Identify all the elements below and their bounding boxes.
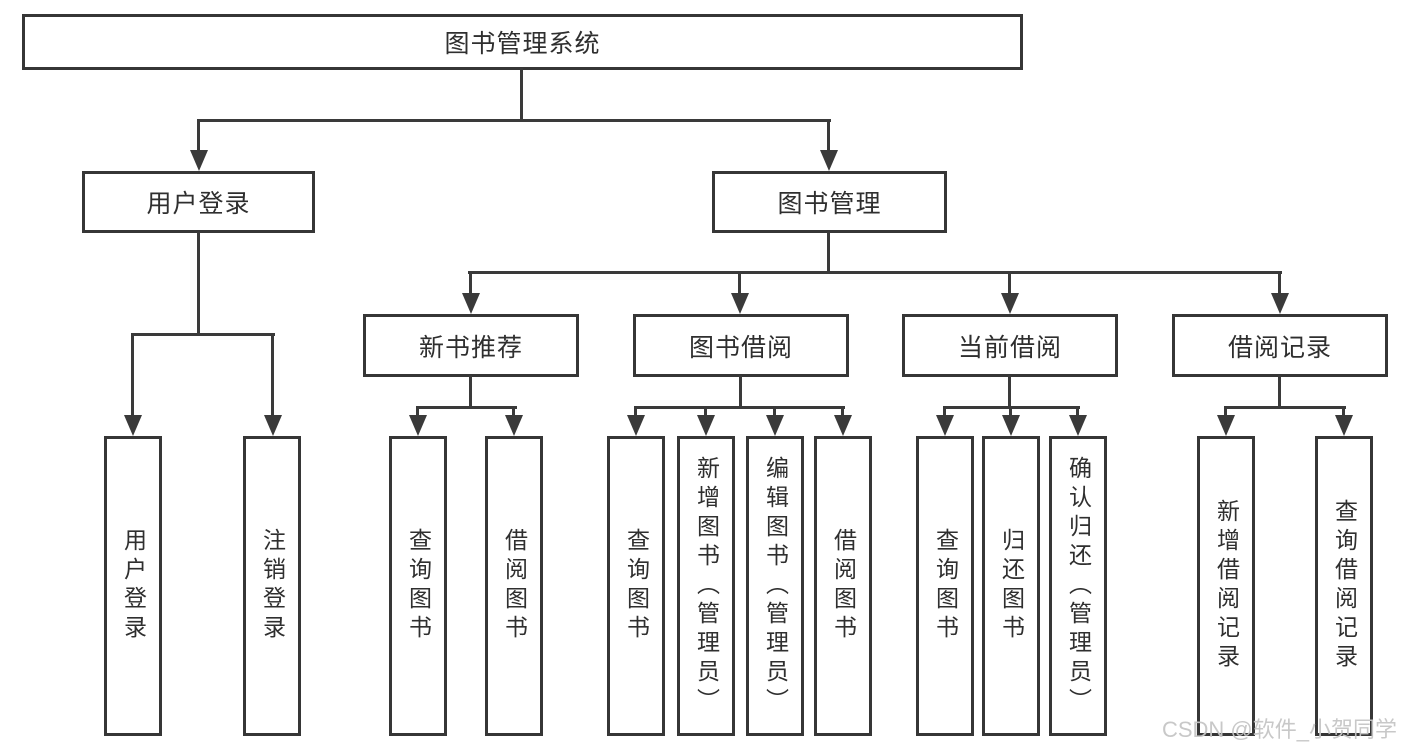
arrow-down-icon (462, 293, 480, 314)
leaf-query-books-2-label: 查询图书 (623, 528, 650, 644)
leaf-borrow-books-2: 借阅图书 (814, 436, 872, 736)
connector-root-rail (197, 119, 831, 122)
leaf-query-books-1: 查询图书 (389, 436, 447, 736)
arrow-down-icon (766, 415, 784, 436)
connector-borrow-drop-2 (704, 406, 707, 418)
leaf-logout: 注销登录 (243, 436, 301, 736)
node-current-borrow: 当前借阅 (902, 314, 1118, 377)
arrow-down-icon (264, 415, 282, 436)
connector-borrow-stem (739, 375, 742, 409)
node-new-book-recommend: 新书推荐 (363, 314, 579, 377)
node-new-book-recommend-label: 新书推荐 (418, 333, 523, 362)
leaf-add-books-admin: 新增图书（管理员） (677, 436, 735, 736)
arrow-down-icon (1002, 415, 1020, 436)
connector-current-drop-2 (1009, 406, 1012, 418)
connector-records-rail (1224, 406, 1346, 409)
connector-borrow-drop-3 (773, 406, 776, 418)
arrow-down-icon (1335, 415, 1353, 436)
node-user-login-label: 用户登录 (146, 190, 251, 218)
connector-root-drop-right (827, 119, 830, 152)
leaf-confirm-return-admin-label: 确认归还（管理员） (1065, 455, 1092, 717)
arrow-down-icon (820, 150, 838, 171)
connector-records-drop-2 (1342, 406, 1345, 418)
node-root-label: 图书管理系统 (444, 30, 601, 58)
leaf-query-books-3-label: 查询图书 (932, 528, 959, 644)
arrow-down-icon (731, 293, 749, 314)
connector-current-drop-1 (943, 406, 946, 418)
connector-records-drop-1 (1224, 406, 1227, 418)
connector-root-stem (520, 68, 523, 122)
leaf-add-borrow-record: 新增借阅记录 (1197, 436, 1255, 736)
connector-borrow-drop-4 (841, 406, 844, 418)
connector-mgmt-drop-2 (738, 271, 741, 295)
arrow-down-icon (1069, 415, 1087, 436)
leaf-add-books-admin-label: 新增图书（管理员） (693, 455, 720, 717)
arrow-down-icon (505, 415, 523, 436)
arrow-down-icon (124, 415, 142, 436)
leaf-edit-books-admin-label: 编辑图书（管理员） (762, 455, 789, 717)
node-borrow-records: 借阅记录 (1172, 314, 1388, 377)
arrow-down-icon (190, 150, 208, 171)
csdn-watermark: CSDN @软件_小贺同学 (1161, 717, 1397, 742)
connector-recommend-rail (416, 406, 517, 409)
arrow-down-icon (1001, 293, 1019, 314)
node-current-borrow-label: 当前借阅 (957, 333, 1062, 362)
node-root: 图书管理系统 (22, 14, 1023, 70)
connector-user-drop-1 (131, 333, 134, 416)
connector-recommend-drop-1 (416, 406, 419, 418)
arrow-down-icon (936, 415, 954, 436)
leaf-return-books: 归还图书 (982, 436, 1040, 736)
connector-user-drop-2 (271, 333, 274, 416)
arrow-down-icon (1217, 415, 1235, 436)
leaf-add-borrow-record-label: 新增借阅记录 (1213, 499, 1240, 673)
leaf-query-books-3: 查询图书 (916, 436, 974, 736)
connector-current-stem (1008, 375, 1011, 409)
leaf-user-login-label: 用户登录 (120, 528, 147, 644)
connector-borrow-rail (634, 406, 845, 409)
node-borrow-records-label: 借阅记录 (1227, 333, 1332, 362)
leaf-query-borrow-record-label: 查询借阅记录 (1331, 499, 1358, 673)
connector-mgmt-rail (468, 271, 1282, 274)
connector-root-drop-left (197, 119, 200, 152)
arrow-down-icon (1271, 293, 1289, 314)
leaf-logout-label: 注销登录 (259, 528, 286, 644)
connector-recommend-drop-2 (512, 406, 515, 418)
connector-current-drop-3 (1076, 406, 1079, 418)
node-book-borrow: 图书借阅 (633, 314, 849, 377)
arrow-down-icon (834, 415, 852, 436)
node-book-management-label: 图书管理 (777, 190, 882, 218)
leaf-borrow-books-2-label: 借阅图书 (830, 528, 857, 644)
connector-user-stem (197, 232, 200, 336)
arrow-down-icon (409, 415, 427, 436)
arrow-down-icon (697, 415, 715, 436)
leaf-query-books-2: 查询图书 (607, 436, 665, 736)
leaf-user-login: 用户登录 (104, 436, 162, 736)
connector-borrow-drop-1 (634, 406, 637, 418)
leaf-query-borrow-record: 查询借阅记录 (1315, 436, 1373, 736)
connector-mgmt-stem (827, 232, 830, 274)
leaf-borrow-books-1-label: 借阅图书 (501, 528, 528, 644)
node-user-login: 用户登录 (82, 171, 315, 233)
node-book-borrow-label: 图书借阅 (688, 333, 793, 362)
leaf-edit-books-admin: 编辑图书（管理员） (746, 436, 804, 736)
connector-user-rail (131, 333, 275, 336)
leaf-return-books-label: 归还图书 (998, 528, 1025, 644)
leaf-borrow-books-1: 借阅图书 (485, 436, 543, 736)
leaf-confirm-return-admin: 确认归还（管理员） (1049, 436, 1107, 736)
connector-mgmt-drop-4 (1278, 271, 1281, 295)
node-book-management: 图书管理 (712, 171, 947, 233)
arrow-down-icon (627, 415, 645, 436)
connector-recommend-stem (469, 375, 472, 409)
connector-records-stem (1278, 375, 1281, 409)
connector-mgmt-drop-1 (469, 271, 472, 295)
connector-mgmt-drop-3 (1008, 271, 1011, 295)
leaf-query-books-1-label: 查询图书 (405, 528, 432, 644)
